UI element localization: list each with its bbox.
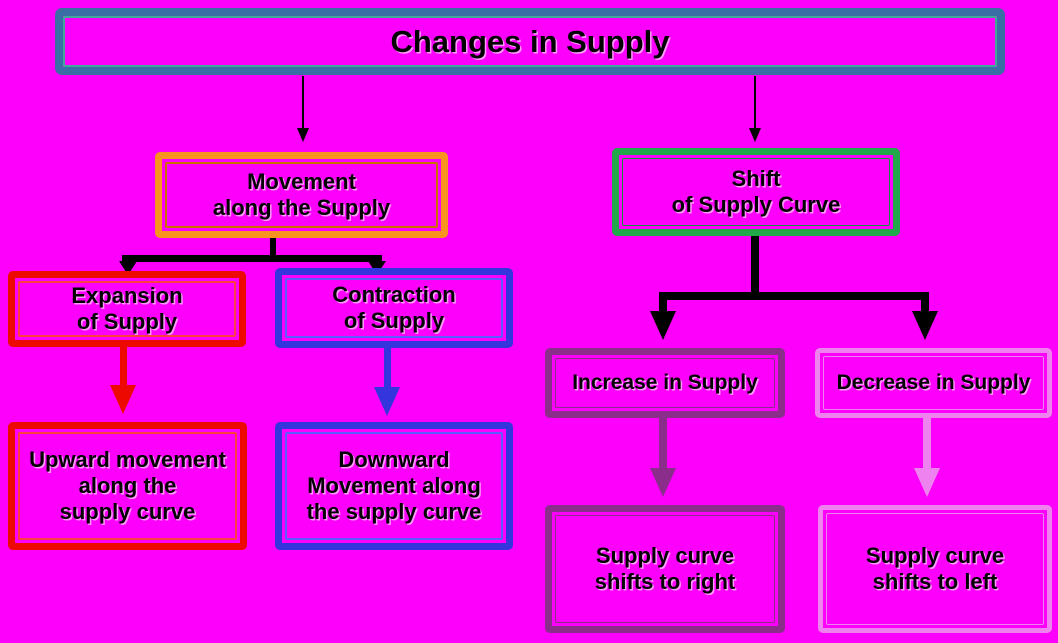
node-movement-label: Movement along the Supply xyxy=(212,169,391,220)
node-decrease: Decrease in Supply xyxy=(815,348,1052,418)
arrowhead-down-icon xyxy=(297,128,309,142)
connector-movement-stub xyxy=(270,238,276,258)
arrowhead-down-icon xyxy=(650,311,676,340)
node-downward: Downward Movement along the supply curve xyxy=(275,422,513,550)
connector-shift-right-drop xyxy=(921,292,929,314)
node-increase-label: Increase in Supply xyxy=(572,371,758,394)
connector-expansion-arrow xyxy=(120,347,127,387)
node-increase: Increase in Supply xyxy=(545,348,785,418)
node-shift-right-label: Supply curve shifts to right xyxy=(594,543,736,594)
node-upward: Upward movement along the supply curve xyxy=(8,422,247,550)
node-contraction: Contraction of Supply xyxy=(275,268,513,348)
connector-contraction-arrow xyxy=(384,347,391,389)
node-shift-left: Supply curve shifts to left xyxy=(818,505,1052,633)
title-box: Changes in Supply xyxy=(55,8,1005,75)
node-expansion: Expansion of Supply xyxy=(8,271,246,347)
connector-shift-left-drop xyxy=(659,292,667,314)
connector-shift-bar xyxy=(659,292,929,300)
connector-title-to-movement xyxy=(302,76,304,130)
node-movement: Movement along the Supply xyxy=(155,152,448,238)
connector-increase-arrow xyxy=(659,418,667,470)
page-title: Changes in Supply xyxy=(390,23,670,59)
node-upward-label: Upward movement along the supply curve xyxy=(29,447,226,524)
node-expansion-label: Expansion of Supply xyxy=(71,283,183,334)
connector-title-to-shift xyxy=(754,76,756,130)
arrowhead-down-icon xyxy=(912,311,938,340)
connector-decrease-arrow xyxy=(923,418,931,470)
arrowhead-down-icon xyxy=(110,385,136,414)
connector-movement-bar xyxy=(122,255,382,262)
node-downward-label: Downward Movement along the supply curve xyxy=(306,447,482,524)
arrowhead-down-icon xyxy=(374,387,400,416)
connector-shift-stub xyxy=(751,236,759,300)
node-shift-label: Shift of Supply Curve xyxy=(671,166,841,217)
node-contraction-label: Contraction of Supply xyxy=(332,282,456,333)
node-shift-left-label: Supply curve shifts to left xyxy=(865,543,1005,594)
node-shift-right: Supply curve shifts to right xyxy=(545,505,785,633)
node-shift: Shift of Supply Curve xyxy=(612,148,900,236)
arrowhead-down-icon xyxy=(914,468,940,497)
arrowhead-down-icon xyxy=(749,128,761,142)
node-decrease-label: Decrease in Supply xyxy=(836,371,1031,394)
arrowhead-down-icon xyxy=(650,468,676,497)
